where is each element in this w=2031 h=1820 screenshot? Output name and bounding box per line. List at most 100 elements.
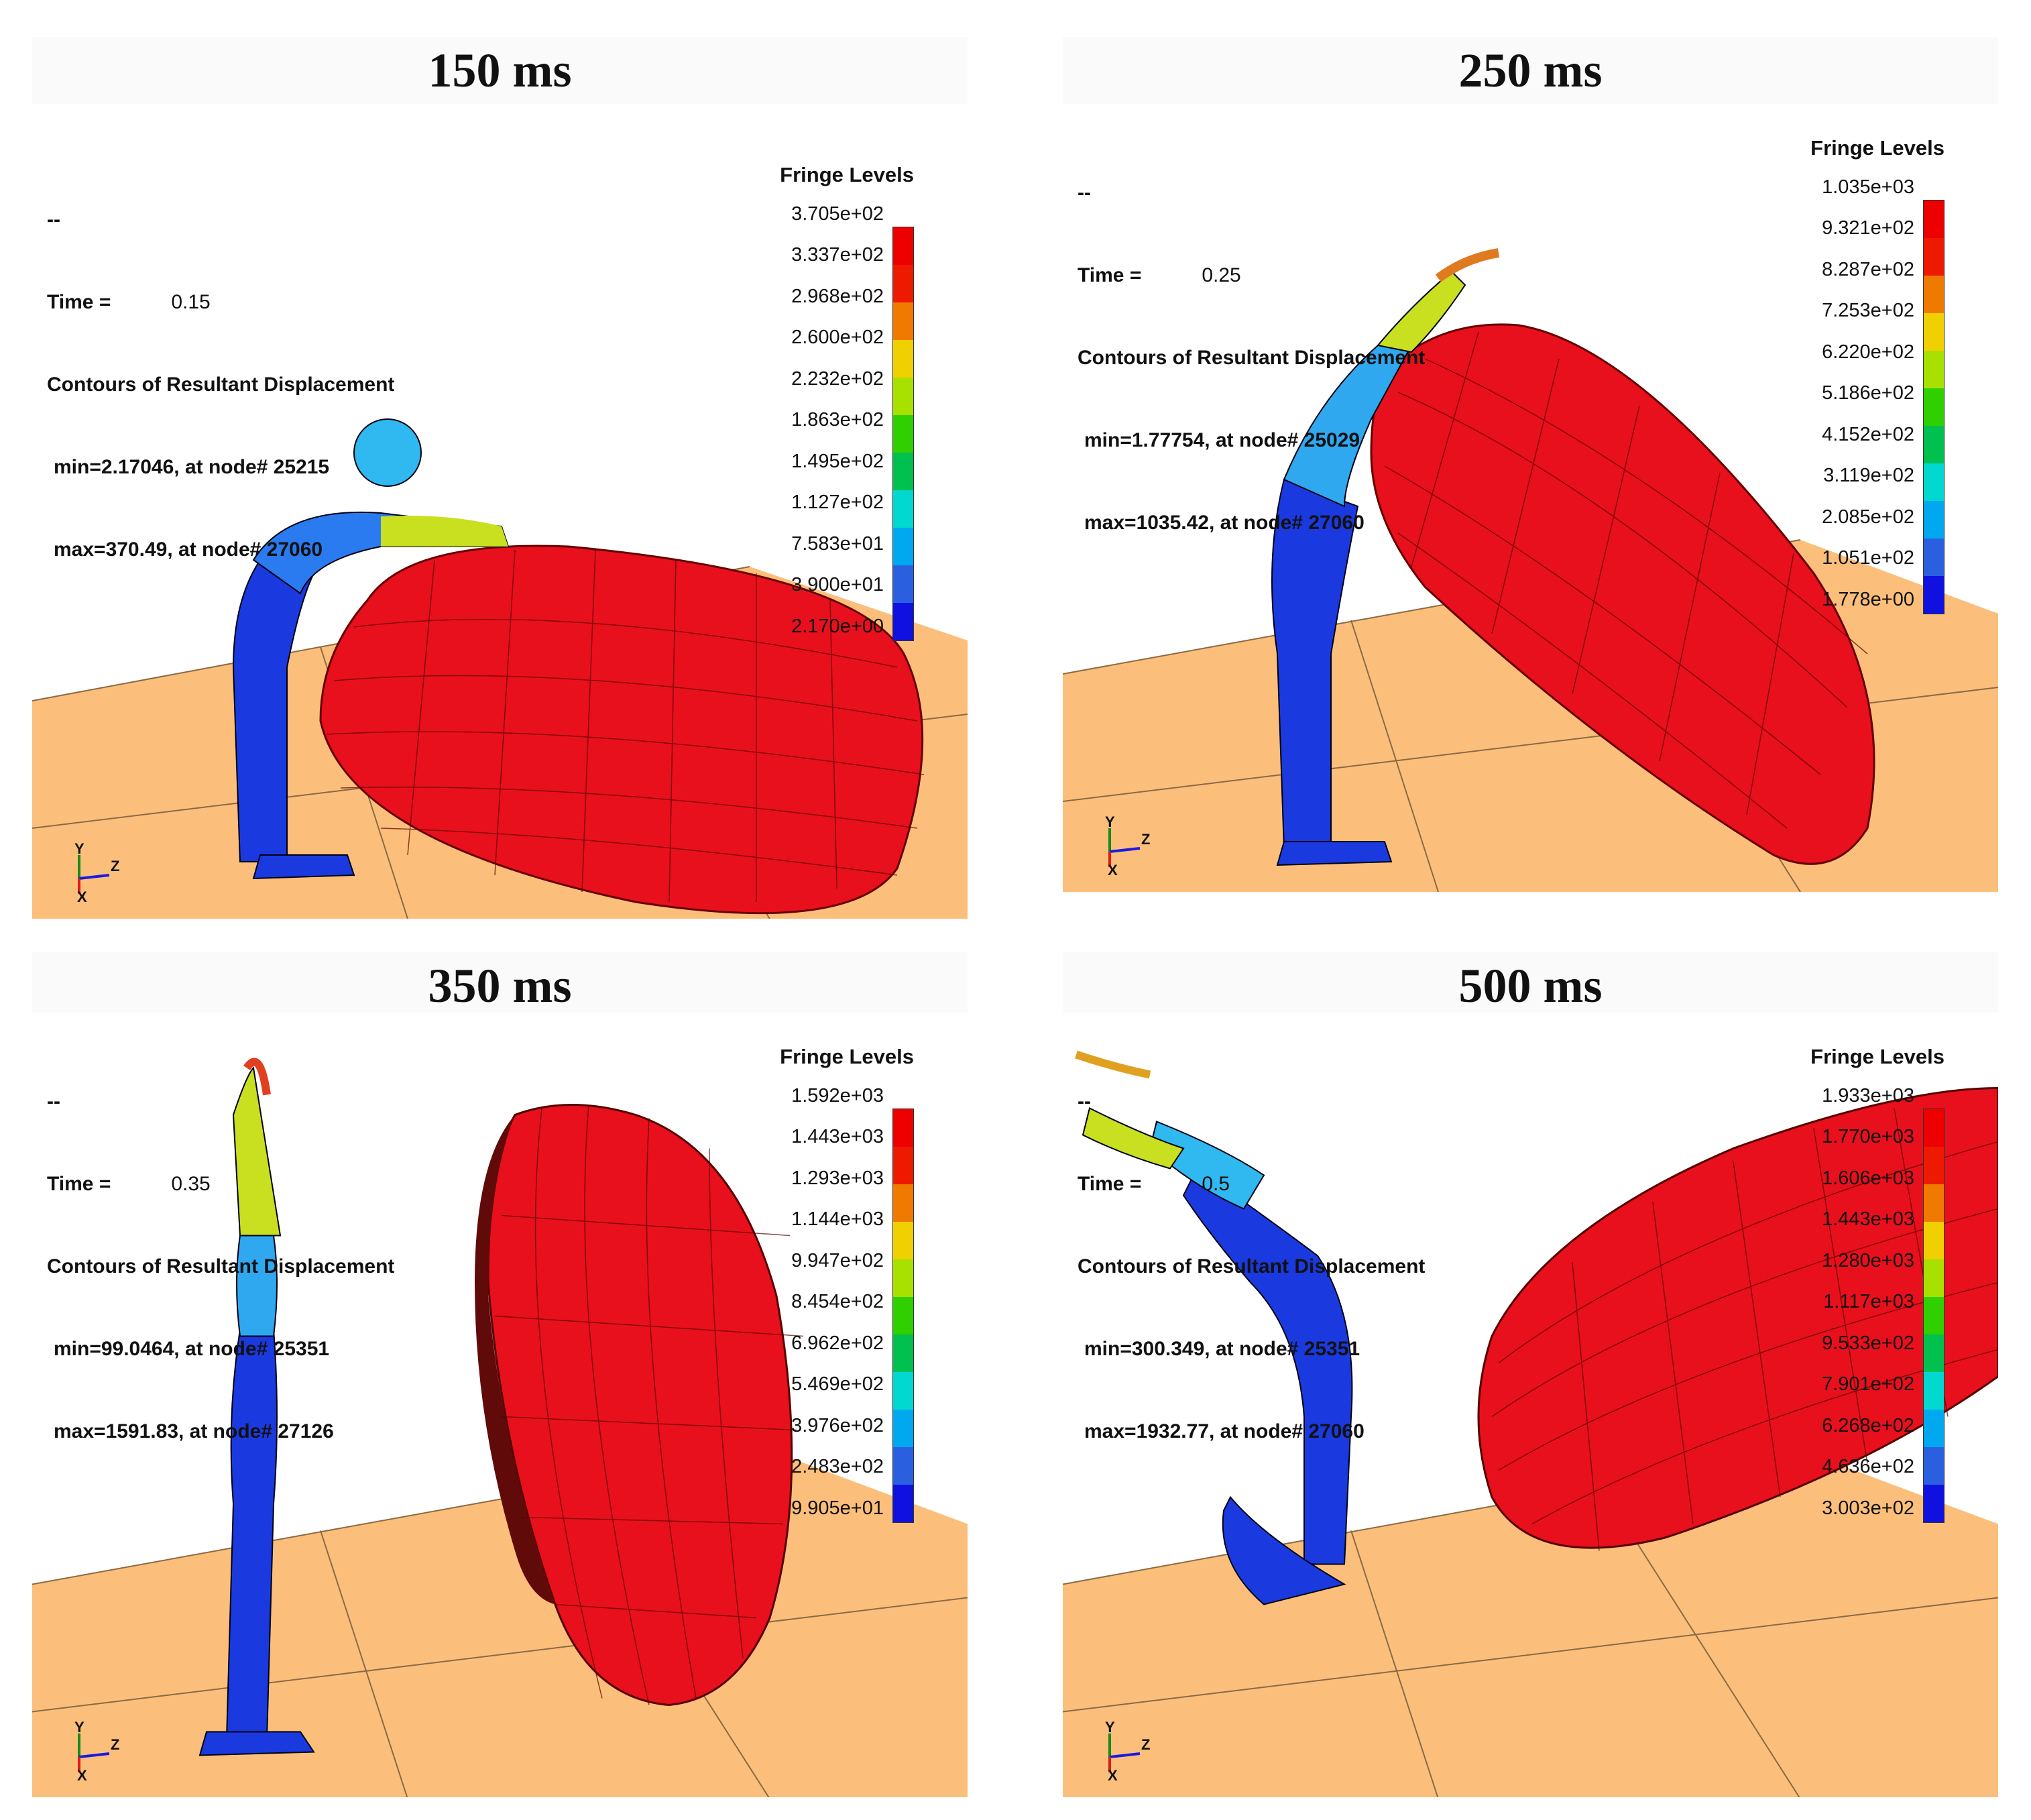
hud-info: -- Time =0.25 Contours of Resultant Disp… bbox=[1078, 124, 1425, 591]
fringe-color-segment bbox=[1924, 1334, 1944, 1372]
legend-title: Fringe Levels bbox=[780, 1045, 914, 1068]
fringe-color-segment bbox=[893, 1447, 913, 1485]
legend-level: 1.770e+03 bbox=[1822, 1126, 1914, 1147]
fringe-color-segment bbox=[893, 490, 913, 528]
axis-x-label: X bbox=[77, 889, 87, 902]
legend-level: 2.600e+02 bbox=[791, 327, 884, 348]
fringe-legend: Fringe Levels 3.705e+02 3.337e+02 2.968e… bbox=[766, 163, 941, 641]
simulation-panel-150ms: -- Time = 0.15 Contours of Resultant Disp… bbox=[32, 131, 968, 919]
panel-title-250ms: 250 ms bbox=[1063, 37, 1998, 104]
legend-level: 2.232e+02 bbox=[791, 368, 884, 390]
fringe-legend: Fringe Levels 1.592e+03 1.443e+03 1.293e… bbox=[766, 1045, 941, 1523]
hud-info: -- Time =0.35 Contours of Resultant Disp… bbox=[47, 1033, 394, 1500]
contour-label: Contours of Resultant Displacement bbox=[1078, 1255, 1426, 1277]
time-label: Time = bbox=[1078, 1173, 1142, 1195]
hud-info: -- Time =0.5 Contours of Resultant Displ… bbox=[1078, 1033, 1425, 1500]
fringe-colorbar bbox=[1923, 200, 1945, 614]
ground-plane bbox=[1063, 1450, 1998, 1797]
fringe-color-segment bbox=[893, 528, 913, 565]
contour-label: Contours of Resultant Displacement bbox=[1078, 347, 1426, 369]
legend-level: 1.127e+02 bbox=[791, 492, 884, 513]
fringe-color-segment bbox=[1924, 351, 1944, 388]
legend-level: 1.495e+02 bbox=[791, 451, 884, 472]
axis-triad: Y Z X bbox=[1105, 815, 1150, 875]
time-value: 0.35 bbox=[171, 1173, 211, 1195]
fringe-color-segment bbox=[893, 265, 913, 302]
legend-level: 1.443e+03 bbox=[1822, 1208, 1914, 1230]
legend-level: 1.933e+03 bbox=[1822, 1085, 1914, 1106]
scene-render bbox=[1063, 1050, 1998, 1797]
legend-level: 8.454e+02 bbox=[791, 1291, 884, 1312]
legend-level: 1.117e+03 bbox=[1823, 1291, 1914, 1312]
fringe-color-segment bbox=[1924, 1297, 1944, 1334]
min-text: min=300.349, at node# 25351 bbox=[1084, 1338, 1360, 1360]
legend-level: 9.905e+01 bbox=[791, 1497, 884, 1519]
legend-level: 4.152e+02 bbox=[1822, 424, 1914, 445]
fringe-color-segment bbox=[893, 415, 913, 453]
fringe-color-segment bbox=[1924, 501, 1944, 538]
fringe-color-segment bbox=[1924, 1259, 1944, 1297]
contour-label: Contours of Resultant Displacement bbox=[47, 374, 395, 396]
fringe-color-segment bbox=[1924, 1410, 1944, 1447]
fringe-color-segment bbox=[1924, 538, 1944, 576]
legend-level: 7.901e+02 bbox=[1822, 1373, 1914, 1395]
legend-level: 1.035e+03 bbox=[1822, 176, 1914, 198]
fringe-color-segment bbox=[1924, 238, 1944, 276]
max-text: max=370.49, at node# 27060 bbox=[54, 538, 323, 561]
axis-z-label: Z bbox=[111, 1736, 119, 1753]
simulation-panel-500ms: -- Time =0.5 Contours of Resultant Displ… bbox=[1063, 1013, 1998, 1797]
fringe-color-segment bbox=[1924, 388, 1944, 426]
legend-level: 9.947e+02 bbox=[791, 1250, 884, 1271]
fringe-color-segment bbox=[1924, 1147, 1944, 1184]
legend-level: 6.962e+02 bbox=[791, 1332, 884, 1354]
legend-level: 9.533e+02 bbox=[1822, 1332, 1914, 1354]
axis-y-label: Y bbox=[1105, 1720, 1115, 1736]
legend-level: 2.483e+02 bbox=[791, 1456, 884, 1477]
scene-render bbox=[1063, 248, 1998, 892]
scene-render bbox=[32, 1058, 968, 1797]
fringe-color-segment bbox=[893, 1184, 913, 1222]
hud-dash: -- bbox=[1078, 182, 1091, 204]
legend-level: 3.976e+02 bbox=[791, 1415, 884, 1436]
fringe-color-segment bbox=[893, 378, 913, 415]
legend-level: 2.170e+00 bbox=[791, 616, 884, 637]
time-value: 0.5 bbox=[1202, 1173, 1230, 1195]
fringe-color-segment bbox=[1924, 313, 1944, 351]
hud-dash: -- bbox=[47, 209, 60, 231]
max-text: max=1932.77, at node# 27060 bbox=[1084, 1420, 1365, 1442]
legend-level: 3.337e+02 bbox=[791, 244, 884, 266]
tire bbox=[1370, 323, 1875, 865]
fringe-legend: Fringe Levels 1.933e+03 1.770e+03 1.606e… bbox=[1797, 1045, 1971, 1523]
axis-y-label: Y bbox=[74, 1720, 84, 1736]
fringe-color-segment bbox=[1924, 1372, 1944, 1410]
fringe-color-segment bbox=[893, 1334, 913, 1372]
time-label: Time = bbox=[47, 1173, 111, 1195]
contour-label: Contours of Resultant Displacement bbox=[47, 1255, 395, 1277]
tire bbox=[475, 1104, 804, 1707]
legend-level: 4.636e+02 bbox=[1822, 1456, 1914, 1477]
dummy-figure bbox=[232, 418, 510, 880]
dummy-figure bbox=[198, 1058, 315, 1756]
legend-level: 3.003e+02 bbox=[1822, 1497, 1914, 1519]
legend-level: 1.606e+03 bbox=[1822, 1168, 1914, 1189]
fringe-color-segment bbox=[1924, 201, 1944, 238]
legend-level: 1.293e+03 bbox=[791, 1168, 884, 1189]
min-text: min=99.0464, at node# 25351 bbox=[54, 1338, 330, 1360]
fringe-color-segment bbox=[893, 302, 913, 340]
fringe-color-segment bbox=[1924, 1447, 1944, 1485]
hud-info: -- Time = 0.15 Contours of Resultant Disp… bbox=[47, 151, 394, 618]
time-value: 0.25 bbox=[1202, 264, 1241, 286]
legend-level: 6.268e+02 bbox=[1822, 1415, 1914, 1436]
fringe-colorbar bbox=[892, 227, 914, 641]
axis-x-label: X bbox=[77, 1767, 87, 1780]
fringe-colorbar bbox=[1923, 1108, 1945, 1523]
max-text: max=1591.83, at node# 27126 bbox=[54, 1420, 334, 1442]
fringe-color-segment bbox=[893, 1410, 913, 1447]
legend-level: 1.443e+03 bbox=[791, 1126, 884, 1147]
legend-title: Fringe Levels bbox=[780, 163, 914, 186]
axis-z-label: Z bbox=[111, 858, 119, 874]
fringe-color-segment bbox=[893, 1372, 913, 1410]
time-value: 0.15 bbox=[171, 291, 211, 313]
fringe-color-segment bbox=[893, 1297, 913, 1334]
time-label: Time = bbox=[47, 291, 111, 313]
